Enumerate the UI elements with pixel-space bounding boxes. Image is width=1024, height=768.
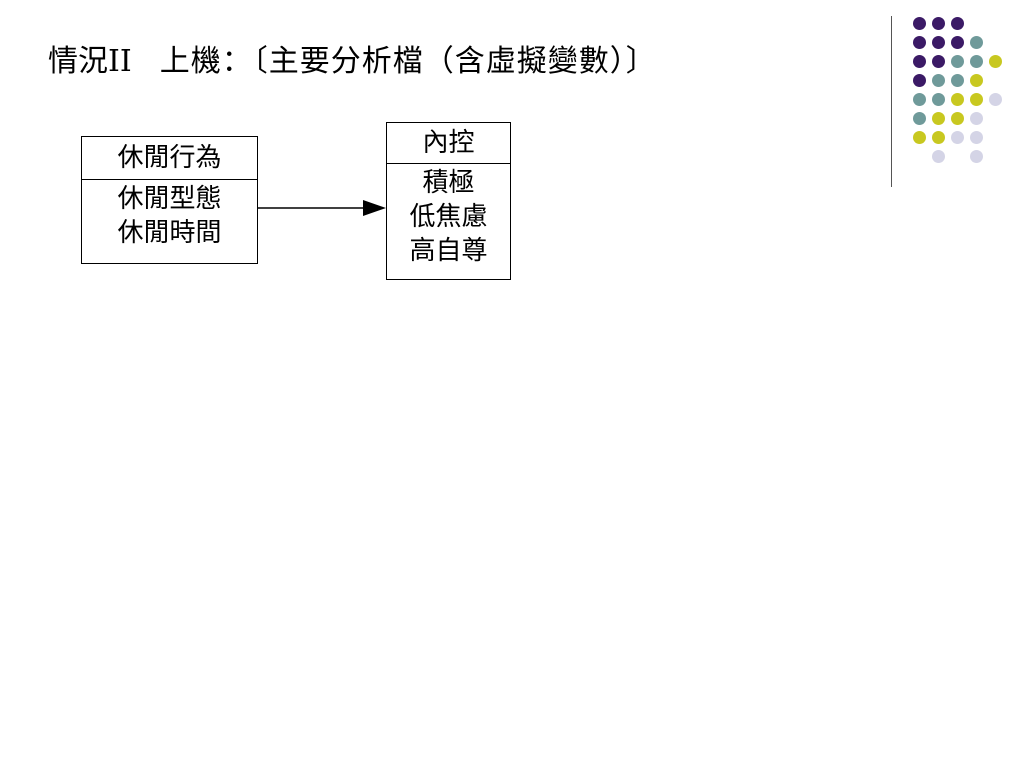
decorative-dot — [989, 93, 1002, 106]
decorative-dot — [970, 112, 983, 125]
decorative-dot — [951, 93, 964, 106]
decorative-dot — [932, 112, 945, 125]
decorative-dot — [913, 55, 926, 68]
decorative-dot — [932, 17, 945, 30]
decorative-dot — [932, 150, 945, 163]
decorative-dot — [932, 131, 945, 144]
positive-label: 積極 — [422, 168, 475, 198]
decorative-dot — [951, 55, 964, 68]
decorative-dot — [913, 131, 926, 144]
leisure-behavior-box: 休閒行為 休閒型態 休閒時間 — [81, 136, 258, 264]
decorative-dot — [951, 17, 964, 30]
decorative-dot — [932, 74, 945, 87]
decorative-dot — [970, 74, 983, 87]
title-main: 上機：〔主要分析檔（含虛擬變數）〕 — [159, 44, 657, 79]
decorative-divider — [891, 16, 892, 187]
internal-control-body: 積極 低焦慮 高自尊 — [387, 164, 510, 268]
low-anxiety-label: 低焦慮 — [409, 202, 488, 232]
decorative-dot — [932, 36, 945, 49]
decorative-dot — [951, 36, 964, 49]
leisure-time-label: 休閒時間 — [117, 218, 222, 248]
arrow-head — [363, 200, 386, 216]
high-self-esteem-label: 高自尊 — [409, 236, 488, 266]
decorative-dot — [932, 55, 945, 68]
decorative-dot — [970, 55, 983, 68]
internal-control-box: 內控 積極 低焦慮 高自尊 — [386, 122, 511, 280]
decorative-dot — [913, 74, 926, 87]
slide-title: 情況II 上機：〔主要分析檔（含虛擬變數）〕 — [48, 36, 657, 88]
decorative-dot — [913, 112, 926, 125]
title-prefix: 情況II — [48, 44, 132, 79]
decorative-dot — [951, 112, 964, 125]
decorative-dot — [970, 131, 983, 144]
leisure-behavior-body: 休閒型態 休閒時間 — [82, 180, 257, 250]
decorative-dot — [951, 131, 964, 144]
leisure-type-label: 休閒型態 — [117, 184, 222, 214]
internal-control-header: 內控 — [387, 123, 510, 164]
decorative-dot — [913, 36, 926, 49]
decorative-dot — [970, 93, 983, 106]
decorative-dot — [951, 74, 964, 87]
decorative-dot — [989, 55, 1002, 68]
decorative-dot — [913, 17, 926, 30]
decorative-dot — [970, 36, 983, 49]
decorative-dot — [913, 93, 926, 106]
decorative-dot — [932, 93, 945, 106]
leisure-behavior-header: 休閒行為 — [82, 137, 257, 180]
decorative-dot — [970, 150, 983, 163]
